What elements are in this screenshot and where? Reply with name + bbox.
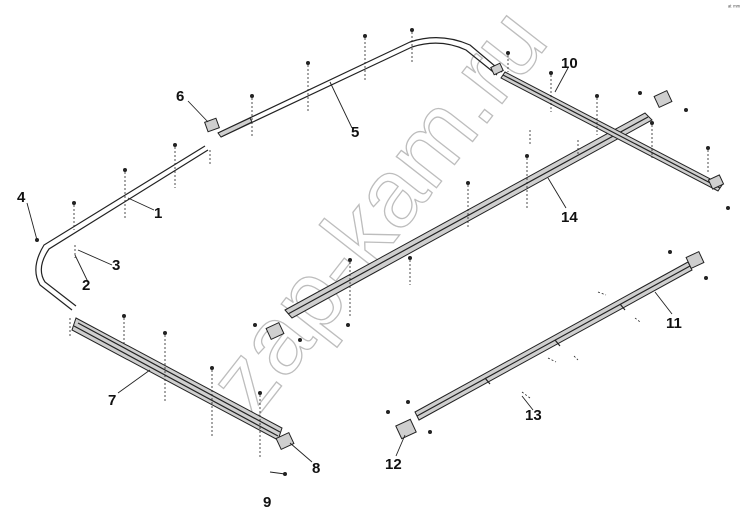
callouts: 1 2 3 4 5 6 7 8 9 10 11 12 13 14 — [17, 55, 682, 511]
clip-bracket-rail-end — [490, 62, 504, 76]
clip-bracket-right — [685, 250, 705, 270]
callout-10: 10 — [561, 55, 578, 72]
callout-1: 1 — [154, 205, 162, 222]
callout-4: 4 — [17, 189, 26, 206]
fasteners — [35, 28, 730, 476]
corner-mark: ᵃᵗ ᵐᵐ — [728, 4, 741, 11]
seal-strip-10 — [500, 71, 723, 192]
callout-11: 11 — [666, 315, 682, 332]
callout-9: 9 — [263, 494, 271, 511]
roof-rail-curved — [35, 37, 503, 311]
callout-2: 2 — [82, 277, 90, 294]
callout-7: 7 — [108, 392, 116, 409]
clip-8 — [275, 431, 295, 451]
callout-14: 14 — [561, 209, 578, 226]
clip-12 — [395, 418, 417, 440]
callout-13: 13 — [525, 407, 542, 424]
callout-5: 5 — [351, 124, 359, 141]
seal-strip-front-left — [71, 317, 283, 441]
clip-bracket-mid — [265, 321, 285, 341]
seal-strip-11 — [414, 261, 693, 421]
clip-bracket-upper-right — [653, 89, 673, 109]
callout-3: 3 — [112, 257, 120, 274]
callout-12: 12 — [385, 456, 402, 473]
callout-8: 8 — [312, 460, 320, 477]
clip-bracket-far-right — [707, 174, 725, 190]
clip-6 — [204, 117, 220, 133]
seal-strip-14 — [284, 112, 653, 319]
callout-6: 6 — [176, 88, 184, 105]
leader-lines — [26, 67, 673, 475]
